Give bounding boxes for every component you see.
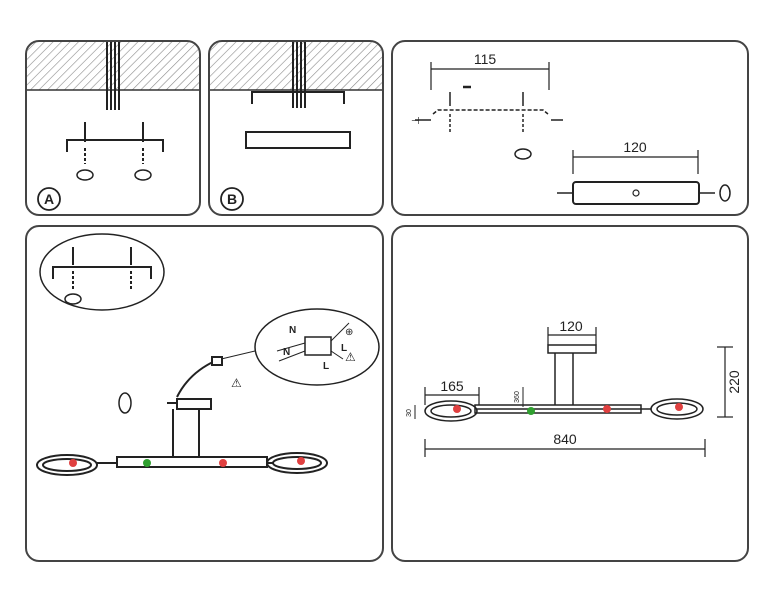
panel-label-b: B [227,191,237,207]
dimension-bottom [572,150,699,174]
panel-b-drawing: B [210,42,382,211]
dimension-height [717,346,733,418]
rotate-icon [64,293,82,305]
joint-marker [527,407,535,415]
ceiling-hatch [27,42,199,90]
wire-label-n2: N [283,347,290,358]
wire-bundle [292,42,306,108]
canopy [245,131,351,149]
joint-marker [143,459,151,467]
panel-a: A [25,40,201,216]
dim-canopy-value: 120 [559,318,583,334]
rotate-icon [514,148,532,160]
mounting-bracket [66,139,164,152]
canopy [547,344,597,354]
screw-icon: ⊣ [411,116,420,127]
dim-height-value: 220 [726,370,742,394]
led-marker [453,405,461,413]
wire-label-l: L [341,343,347,354]
led-marker [219,459,227,467]
dimension-width [424,439,706,457]
detail-callout-bracket [39,233,165,311]
led-marker [297,457,305,465]
ground-icon: ⊕ [345,327,353,338]
warning-icon: ⚠ [345,350,356,364]
panel-a-drawing: A [27,42,199,211]
dim-ring-value: 165 [440,378,464,394]
dimension-canopy [547,327,597,345]
fixture-side-view [424,353,704,422]
panel-c-drawing: 115 ⊣ 120 [411,51,731,205]
warning-icon: ⚠ [231,376,242,390]
canopy [572,181,700,205]
bracket-with-screws [415,92,563,134]
led-marker [69,459,77,467]
dim-width-value: 840 [553,431,577,447]
wire-bundle [106,42,120,110]
fixture-assembly [36,356,328,476]
panel-label-a: A [44,191,54,207]
dim-bottom-value: 120 [623,139,647,155]
wire-label-l2: L [323,361,329,372]
led-marker [603,405,611,413]
mounting-bracket [251,91,345,104]
panel-e-drawing: 120 220 165 840 30 360 [406,318,742,457]
dimension-top [430,62,550,90]
dim-thick-value: 30 [406,409,413,417]
rotate-icon [719,184,731,202]
panel-e: 120 220 165 840 30 360 [391,225,749,562]
dimension-ring [424,387,480,405]
wire-label-n: N [289,325,296,336]
panel-d: N L N L ⊕ ⚠ ⚠ [25,225,384,562]
panel-d-drawing: N L N L ⊕ ⚠ ⚠ [36,233,380,476]
screw-icon [84,122,144,164]
dim-top-value: 115 [474,51,497,67]
panel-b: B [208,40,384,216]
rotate-icon [118,392,132,414]
dim-rod-value: 360 [514,391,521,403]
terminal-block [304,336,332,356]
led-marker [675,403,683,411]
rotate-icon [76,169,152,181]
panel-c: 115 ⊣ 120 [391,40,749,216]
